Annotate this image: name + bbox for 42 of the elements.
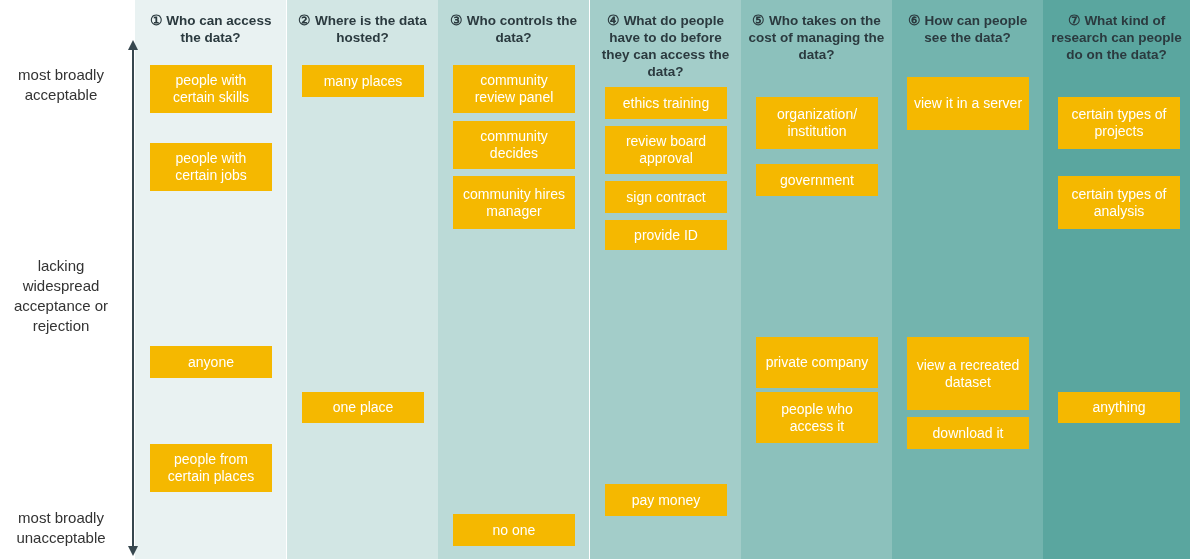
column-band [892,0,1043,559]
axis-middle-label: lacking widespread acceptance or rejection [12,256,110,336]
column-band [1043,0,1190,559]
sticky-note: certain types of analysis [1058,176,1180,229]
axis-bottom-label: most broadly unacceptable [15,508,107,548]
column-heading: ⑤ Who takes on the cost of managing the data? [747,12,886,63]
sticky-note: people who access it [756,392,878,443]
sticky-note: certain types of projects [1058,97,1180,149]
column-heading: ② Where is the data hosted? [297,12,428,46]
sticky-note: view it in a server [907,77,1029,130]
sticky-note: anything [1058,392,1180,423]
sticky-note: sign contract [605,181,727,213]
sticky-note: pay money [605,484,727,516]
sticky-note: people with certain jobs [150,143,272,191]
column-heading: ③ Who controls the data? [449,12,578,46]
column-heading: ④ What do people have to do before they can access the data? [600,12,731,80]
sticky-note: review board approval [605,126,727,174]
sticky-note: government [756,164,878,196]
sticky-note: many places [302,65,424,97]
sticky-note: people from certain places [150,444,272,492]
column-heading: ① Who can access the data? [148,12,273,46]
column-heading: ⑦ What kind of research can people do on the data? [1050,12,1183,63]
sticky-note: view a recreated dataset [907,337,1029,410]
sticky-note: people with certain skills [150,65,272,113]
column-band [590,0,741,559]
sticky-note: provide ID [605,220,727,250]
column-heading: ⑥ How can people see the data? [906,12,1029,46]
sticky-note: ethics training [605,87,727,119]
sticky-note: community decides [453,121,575,169]
column-band [287,0,438,559]
sticky-note: private company [756,337,878,388]
sticky-note: community review panel [453,65,575,113]
sticky-note: no one [453,514,575,546]
sticky-note: organization/ institution [756,97,878,149]
sticky-note: anyone [150,346,272,378]
sticky-note: community hires manager [453,176,575,229]
sticky-note: one place [302,392,424,423]
column-band [135,0,286,559]
axis-top-label: most broadly acceptable [17,65,105,105]
column-band [438,0,589,559]
column-band [741,0,892,559]
sticky-note: download it [907,417,1029,449]
